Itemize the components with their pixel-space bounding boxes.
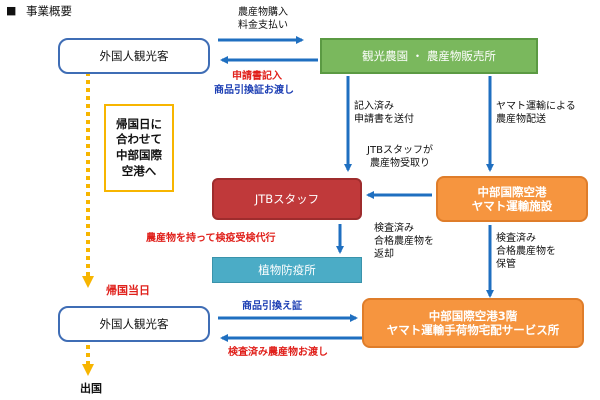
return-goods-label: 検査済み 合格農産物を 返却 (374, 222, 434, 261)
purchase-line-1: 農産物購入 (238, 7, 288, 18)
note-line-2: 合わせて (116, 132, 162, 147)
send-form-line-2: 申請書を送付 (354, 114, 414, 125)
note-line-1: 帰国日に (116, 116, 162, 131)
plant-label: 植物防疫所 (258, 262, 316, 277)
apply-label: 申請書記入 (232, 71, 282, 82)
airport-yamato-line-2: ヤマト運輸施設 (471, 199, 553, 213)
service-box: 中部国際空港3階 ヤマト運輸手荷物宅配サービス所 (362, 298, 584, 348)
tourist-top-label: 外国人観光客 (99, 48, 169, 63)
store-goods-line-2: 合格農産物を (496, 246, 556, 257)
tourist-bottom-box: 外国人観光客 (58, 306, 210, 342)
jtb-receive-label: JTBスタッフが 農産物受取り (360, 144, 440, 170)
service-line-1: 中部国際空港3階 (428, 308, 518, 323)
inspected-hand-label: 検査済み農産物お渡し (228, 347, 328, 358)
voucher-hand-label: 商品引換証お渡し (214, 85, 294, 96)
return-goods-line-3: 返却 (374, 249, 394, 260)
return-day-label: 帰国当日 (106, 284, 150, 297)
farm-box: 観光農園 ・ 農産物販売所 (320, 38, 538, 74)
voucher-exchange-label: 商品引換え証 (242, 301, 302, 312)
departure-label: 出国 (80, 382, 102, 395)
tourist-top-box: 外国人観光客 (58, 38, 210, 74)
return-goods-line-1: 検査済み (374, 223, 414, 234)
yamato-ship-line-2: 農産物配送 (496, 114, 546, 125)
store-goods-label: 検査済み 合格農産物を 保管 (496, 232, 556, 271)
tourist-bottom-label: 外国人観光客 (99, 316, 169, 331)
send-form-label: 記入済み 申請書を送付 (354, 100, 414, 126)
header-marker: ■ (6, 4, 17, 17)
jtb-box: JTBスタッフ (212, 178, 362, 220)
purchase-line-2: 料金支払い (238, 20, 288, 31)
farm-label: 観光農園 ・ 農産物販売所 (362, 48, 496, 63)
yamato-ship-line-1: ヤマト運輸による (496, 101, 576, 112)
jtb-receive-line-2: 農産物受取り (370, 158, 430, 169)
airport-yamato-box: 中部国際空港 ヤマト運輸施設 (436, 176, 588, 222)
jtb-label: JTBスタッフ (254, 191, 320, 206)
send-form-line-1: 記入済み (354, 101, 394, 112)
yamato-ship-label: ヤマト運輸による 農産物配送 (496, 100, 576, 126)
page-title: 事業概要 (26, 4, 72, 18)
note-line-4: 空港へ (121, 163, 157, 178)
note-box: 帰国日に 合わせて 中部国際 空港へ (104, 104, 174, 192)
purchase-label: 農産物購入 料金支払い (228, 6, 298, 32)
store-goods-line-1: 検査済み (496, 233, 536, 244)
jtb-receive-line-1: JTBスタッフが (367, 145, 433, 156)
return-goods-line-2: 合格農産物を (374, 236, 434, 247)
plant-box: 植物防疫所 (212, 257, 362, 283)
service-line-2: ヤマト運輸手荷物宅配サービス所 (386, 323, 560, 337)
note-line-3: 中部国際 (116, 148, 162, 162)
inspection-proxy-label: 農産物を持って検疫受検代行 (146, 233, 276, 244)
airport-yamato-line-1: 中部国際空港 (477, 184, 547, 199)
store-goods-line-3: 保管 (496, 259, 516, 270)
